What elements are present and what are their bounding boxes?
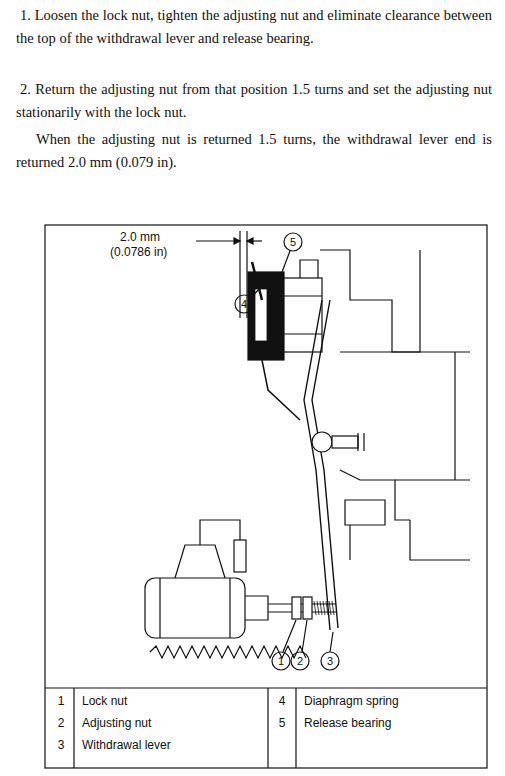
callout-number: 3: [322, 653, 338, 669]
table-cell: Diaphragm spring: [304, 691, 399, 711]
clutch-housing: [454, 352, 455, 480]
table-rule: [295, 688, 296, 768]
slave-cylinder: [160, 578, 230, 638]
slave-cylinder: [268, 604, 336, 612]
dimension-value: 2.0 mm: [120, 230, 160, 244]
withdrawal-lever: [332, 436, 358, 448]
slave-cylinder: [292, 597, 301, 619]
slave-cylinder: [234, 540, 246, 572]
slave-cylinder: [145, 578, 245, 638]
instruction-step: 1. Loosen the lock nut, tighten the adju…: [16, 4, 492, 50]
slave-cylinder: [175, 545, 225, 578]
callout-leader: [302, 620, 307, 652]
withdrawal-lever: [358, 433, 364, 451]
callout-leader: [235, 295, 253, 313]
table-cell: 4: [268, 691, 296, 711]
table-rule: [45, 688, 487, 768]
withdrawal-lever: [304, 300, 364, 630]
clutch-housing: [345, 500, 385, 525]
release-bearing: [248, 272, 284, 360]
table-cell: Lock nut: [82, 691, 127, 711]
table-cell: Release bearing: [304, 713, 391, 733]
clutch-housing: [340, 470, 410, 520]
callout-leader: [235, 233, 339, 670]
release-bearing: [248, 260, 322, 360]
diaphragm-spring: [252, 262, 262, 300]
callout-leader: [251, 290, 258, 298]
table-cell: Withdrawal lever: [82, 735, 171, 755]
release-bearing: [300, 260, 318, 278]
callout-leader: [272, 652, 290, 670]
callout-number: 1: [273, 653, 289, 669]
callout-leader: [283, 620, 296, 652]
clutch-housing: [392, 250, 420, 352]
table-cell: 1: [48, 691, 74, 711]
table-cell: 5: [268, 713, 296, 733]
callout-leader: [284, 233, 302, 251]
withdrawal-lever: [304, 300, 330, 630]
callout-leader: [291, 652, 309, 670]
table-rule: [73, 688, 74, 768]
clutch-housing: [349, 525, 350, 560]
screw-thread: [314, 601, 334, 615]
callout-leader: [282, 251, 290, 272]
dimension-line: [239, 231, 240, 318]
callout-number: 2: [292, 653, 308, 669]
dimension-line: [247, 238, 253, 244]
instruction-step: 2. Return the adjusting nut from that po…: [16, 78, 492, 124]
clutch-housing: [410, 520, 470, 560]
table-rule: [267, 688, 268, 768]
table-cell: 3: [48, 735, 74, 755]
withdrawal-lever: [312, 432, 332, 452]
dimension-value: (0.0786 in): [110, 245, 167, 259]
withdrawal-lever: [312, 300, 338, 628]
table-cell: Adjusting nut: [82, 713, 151, 733]
diaphragm-spring: [262, 360, 300, 420]
figure-frame: [45, 225, 487, 768]
instruction-note: When the adjusting nut is returned 1.5 t…: [16, 128, 492, 174]
dimension-line: [234, 238, 240, 244]
table-cell: 2: [48, 713, 74, 733]
diaphragm-spring: [252, 262, 300, 420]
callout-leader: [330, 632, 333, 652]
release-bearing: [284, 278, 322, 352]
table-rule: [45, 687, 487, 688]
slave-cylinder: [245, 596, 268, 620]
clutch-illustration: [45, 225, 487, 768]
clutch-housing: [340, 351, 470, 352]
callout-number: 5: [285, 234, 301, 250]
clutch-housing: [320, 250, 470, 560]
clutch-housing: [320, 250, 392, 330]
callout-leader: [321, 652, 339, 670]
callout-number: 4: [236, 296, 252, 312]
slave-cylinder: [303, 597, 312, 619]
clutch-housing: [395, 479, 470, 480]
